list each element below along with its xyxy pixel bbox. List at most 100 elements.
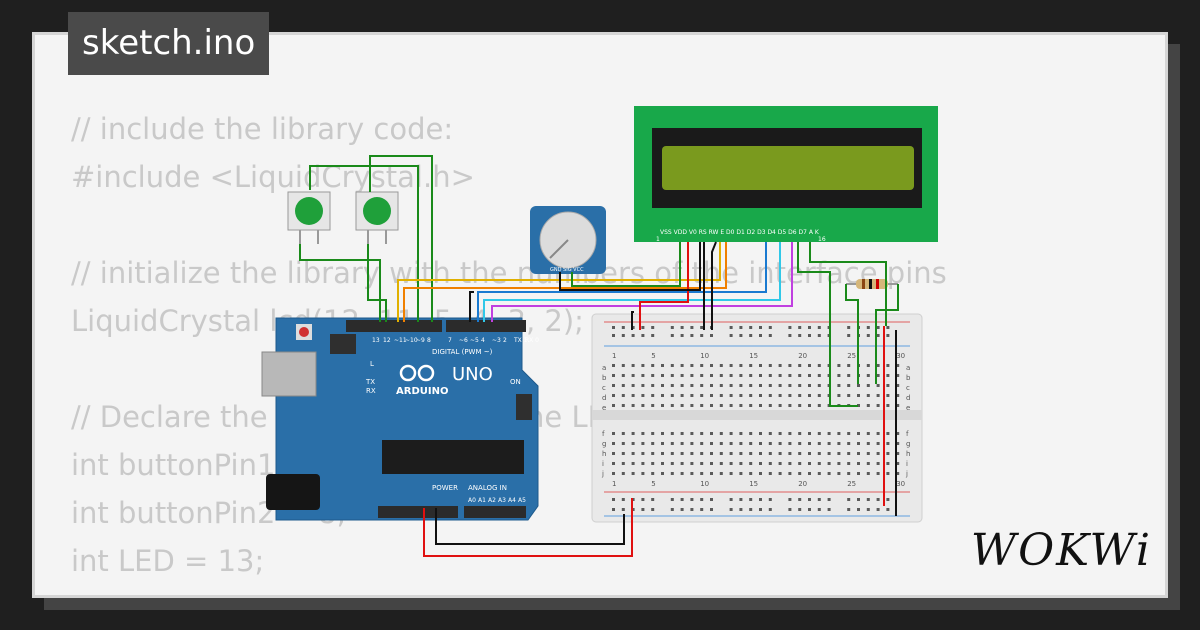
breadboard-hole[interactable] bbox=[857, 432, 860, 435]
breadboard-hole[interactable] bbox=[866, 364, 870, 367]
breadboard-hole[interactable] bbox=[739, 374, 743, 377]
breadboard-hole[interactable] bbox=[768, 452, 772, 455]
breadboard-hole[interactable] bbox=[768, 462, 772, 465]
breadboard-hole[interactable] bbox=[866, 384, 870, 387]
breadboard-hole[interactable] bbox=[621, 472, 625, 475]
breadboard-hole[interactable] bbox=[788, 472, 792, 475]
breadboard-hole[interactable] bbox=[817, 498, 821, 501]
breadboard-hole[interactable] bbox=[788, 384, 792, 387]
breadboard-hole[interactable] bbox=[719, 432, 723, 435]
breadboard-hole[interactable] bbox=[680, 442, 684, 445]
breadboard-hole[interactable] bbox=[857, 452, 860, 455]
breadboard-hole[interactable] bbox=[798, 334, 802, 337]
breadboard-hole[interactable] bbox=[866, 472, 870, 475]
breadboard-hole[interactable] bbox=[690, 462, 694, 465]
breadboard-hole[interactable] bbox=[876, 334, 880, 337]
breadboard-hole[interactable] bbox=[680, 394, 684, 397]
breadboard-hole[interactable] bbox=[749, 374, 753, 377]
breadboard-hole[interactable] bbox=[847, 462, 851, 465]
breadboard-hole[interactable] bbox=[768, 334, 772, 337]
breadboard-hole[interactable] bbox=[680, 472, 684, 475]
breadboard-hole[interactable] bbox=[759, 326, 762, 329]
breadboard-hole[interactable] bbox=[710, 452, 713, 455]
breadboard-hole[interactable] bbox=[710, 498, 713, 501]
breadboard-hole[interactable] bbox=[788, 462, 792, 465]
breadboard-hole[interactable] bbox=[631, 326, 635, 329]
breadboard-hole[interactable] bbox=[857, 508, 860, 511]
breadboard-hole[interactable] bbox=[651, 508, 655, 511]
breadboard-hole[interactable] bbox=[896, 462, 900, 465]
breadboard-hole[interactable] bbox=[612, 334, 615, 337]
breadboard-hole[interactable] bbox=[670, 334, 674, 337]
breadboard-hole[interactable] bbox=[700, 404, 704, 407]
breadboard-hole[interactable] bbox=[680, 326, 684, 329]
breadboard-hole[interactable] bbox=[621, 384, 625, 387]
breadboard-hole[interactable] bbox=[739, 364, 743, 367]
breadboard-hole[interactable] bbox=[621, 374, 625, 377]
lcd-display[interactable]: VSS VDD V0 RS RW E D0 D1 D2 D3 D4 D5 D6 … bbox=[634, 106, 938, 243]
breadboard-hole[interactable] bbox=[631, 404, 635, 407]
breadboard-hole[interactable] bbox=[866, 452, 870, 455]
push-button-1[interactable] bbox=[287, 191, 331, 244]
breadboard-hole[interactable] bbox=[876, 462, 880, 465]
breadboard-hole[interactable] bbox=[876, 452, 880, 455]
breadboard-hole[interactable] bbox=[759, 394, 762, 397]
breadboard-hole[interactable] bbox=[661, 364, 664, 367]
breadboard-hole[interactable] bbox=[670, 452, 674, 455]
breadboard-hole[interactable] bbox=[719, 404, 723, 407]
breadboard-hole[interactable] bbox=[680, 452, 684, 455]
breadboard-hole[interactable] bbox=[670, 442, 674, 445]
breadboard-hole[interactable] bbox=[808, 442, 811, 445]
potentiometer[interactable]: GND SIG VCC bbox=[530, 206, 606, 274]
breadboard-hole[interactable] bbox=[651, 462, 655, 465]
breadboard-hole[interactable] bbox=[886, 508, 890, 511]
breadboard-hole[interactable] bbox=[759, 432, 762, 435]
breadboard-hole[interactable] bbox=[729, 404, 733, 407]
breadboard-hole[interactable] bbox=[896, 452, 900, 455]
breadboard-hole[interactable] bbox=[817, 472, 821, 475]
breadboard-hole[interactable] bbox=[710, 442, 713, 445]
breadboard-hole[interactable] bbox=[729, 442, 733, 445]
breadboard-hole[interactable] bbox=[808, 472, 811, 475]
breadboard-hole[interactable] bbox=[661, 394, 664, 397]
breadboard-hole[interactable] bbox=[876, 432, 880, 435]
breadboard-hole[interactable] bbox=[817, 404, 821, 407]
breadboard-hole[interactable] bbox=[710, 334, 713, 337]
breadboard-hole[interactable] bbox=[866, 334, 870, 337]
breadboard-hole[interactable] bbox=[641, 462, 645, 465]
breadboard-hole[interactable] bbox=[817, 334, 821, 337]
breadboard-hole[interactable] bbox=[700, 462, 704, 465]
breadboard-hole[interactable] bbox=[749, 432, 753, 435]
breadboard-hole[interactable] bbox=[857, 442, 860, 445]
breadboard-hole[interactable] bbox=[749, 452, 753, 455]
breadboard-hole[interactable] bbox=[739, 404, 743, 407]
breadboard-hole[interactable] bbox=[612, 442, 615, 445]
breadboard-hole[interactable] bbox=[680, 364, 684, 367]
breadboard-hole[interactable] bbox=[886, 394, 890, 397]
breadboard-hole[interactable] bbox=[798, 432, 802, 435]
breadboard-hole[interactable] bbox=[837, 442, 841, 445]
breadboard-hole[interactable] bbox=[768, 364, 772, 367]
breadboard-hole[interactable] bbox=[847, 508, 851, 511]
breadboard-hole[interactable] bbox=[876, 394, 880, 397]
breadboard-hole[interactable] bbox=[719, 364, 723, 367]
breadboard-hole[interactable] bbox=[729, 452, 733, 455]
breadboard-hole[interactable] bbox=[778, 374, 782, 377]
breadboard-hole[interactable] bbox=[641, 472, 645, 475]
breadboard-hole[interactable] bbox=[631, 498, 635, 501]
breadboard-hole[interactable] bbox=[808, 462, 811, 465]
breadboard-hole[interactable] bbox=[768, 326, 772, 329]
breadboard-hole[interactable] bbox=[778, 462, 782, 465]
breadboard-hole[interactable] bbox=[739, 442, 743, 445]
breadboard-hole[interactable] bbox=[729, 394, 733, 397]
breadboard-hole[interactable] bbox=[896, 472, 900, 475]
breadboard-hole[interactable] bbox=[690, 394, 694, 397]
breadboard-hole[interactable] bbox=[612, 394, 615, 397]
breadboard-hole[interactable] bbox=[690, 508, 694, 511]
breadboard-hole[interactable] bbox=[621, 334, 625, 337]
breadboard-hole[interactable] bbox=[788, 498, 792, 501]
breadboard-hole[interactable] bbox=[817, 432, 821, 435]
breadboard-hole[interactable] bbox=[710, 394, 713, 397]
breadboard-hole[interactable] bbox=[876, 404, 880, 407]
breadboard-hole[interactable] bbox=[641, 404, 645, 407]
